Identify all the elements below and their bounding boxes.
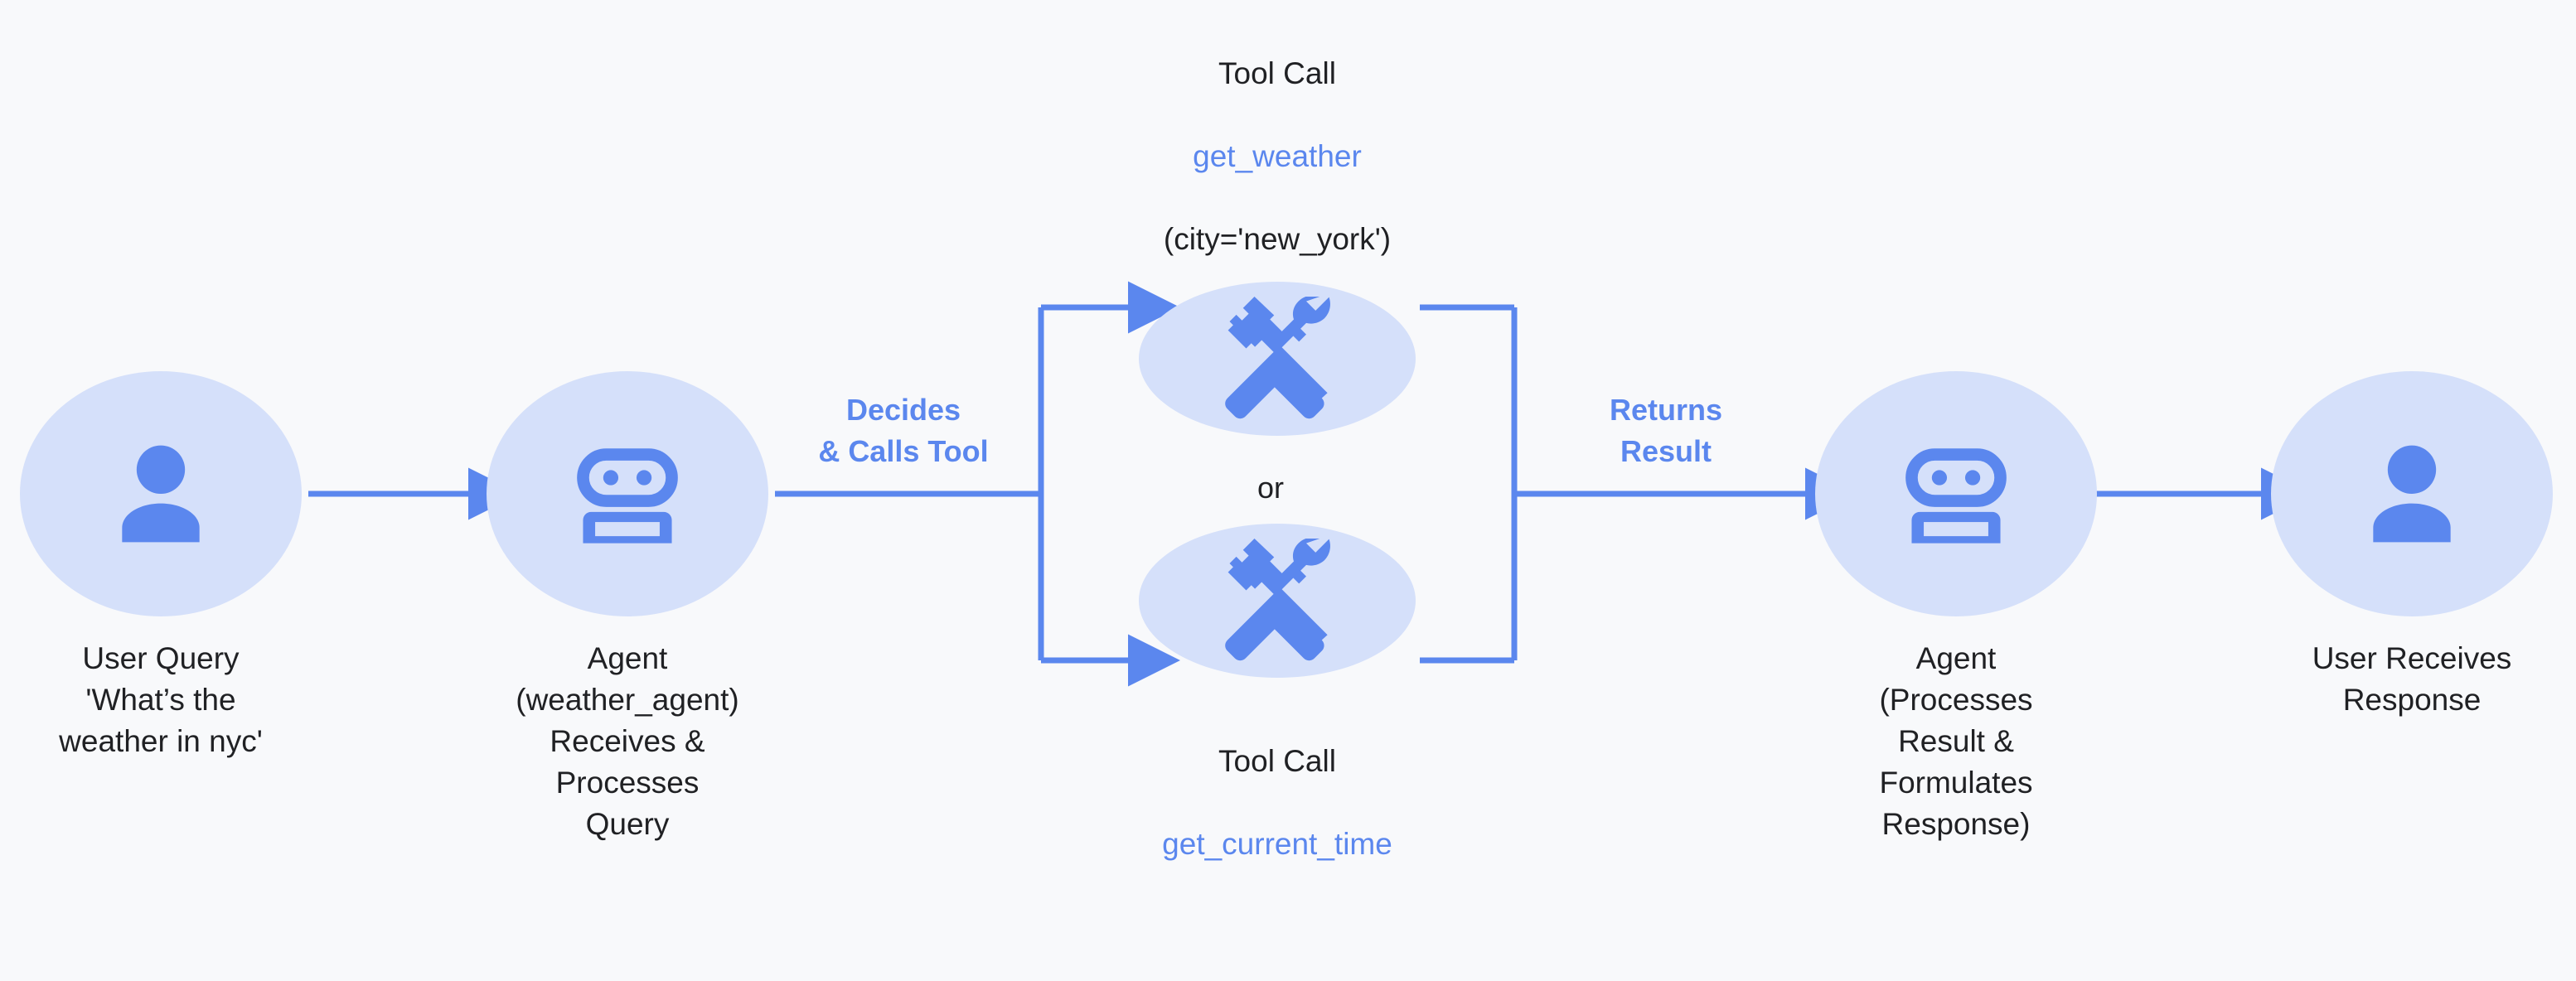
agent-processes-bubble (1815, 371, 2097, 616)
agent-processes-caption: Agent (Processes Result & Formulates Res… (1879, 641, 2033, 841)
node-user-receives[interactable]: User Receives Response (2266, 371, 2558, 721)
handyman-tools-icon (1215, 297, 1339, 421)
user-query-bubble (20, 371, 302, 616)
edge-label-decides: Decides & Calls Tool (818, 393, 989, 468)
tool-call-time-function: get_current_time (1162, 827, 1392, 861)
robot-icon (1896, 433, 2017, 554)
tool-call-weather-function: get_weather (1193, 139, 1362, 173)
tool-call-weather-bubble (1139, 282, 1416, 436)
node-agent-processes[interactable]: Agent (Processes Result & Formulates Res… (1810, 371, 2102, 845)
user-receives-bubble (2271, 371, 2553, 616)
agent-receives-caption: Agent (weather_agent) Receives & Process… (516, 641, 739, 841)
person-icon (103, 436, 219, 552)
user-query-caption: User Query 'What’s the weather in nyc' (59, 641, 263, 758)
node-user-query[interactable]: User Query 'What’s the weather in nyc' (15, 371, 307, 762)
edge-label-returns: Returns Result (1609, 393, 1723, 468)
tool-call-time-bubble (1139, 524, 1416, 678)
tool-call-time-caption: Tool Call get_current_time (1162, 699, 1392, 865)
user-receives-caption: User Receives Response (2312, 641, 2512, 717)
tool-call-weather-args: (city='new_york') (1163, 222, 1392, 256)
tool-call-weather-caption: Tool Call get_weather (city='new_york') (1164, 12, 1391, 260)
handyman-tools-icon (1215, 539, 1339, 663)
node-tool-call-weather[interactable]: Tool Call get_weather (city='new_york') (1132, 12, 1422, 436)
robot-icon (567, 433, 688, 554)
person-icon (2354, 436, 2470, 552)
node-tool-call-time[interactable]: Tool Call get_current_time (1132, 524, 1422, 865)
tool-call-time-line1: Tool Call (1218, 744, 1336, 778)
tool-call-weather-line1: Tool Call (1218, 56, 1336, 90)
branch-separator-or: or (1257, 471, 1284, 505)
agent-receives-bubble (487, 371, 768, 616)
node-agent-receives[interactable]: Agent (weather_agent) Receives & Process… (482, 371, 773, 845)
